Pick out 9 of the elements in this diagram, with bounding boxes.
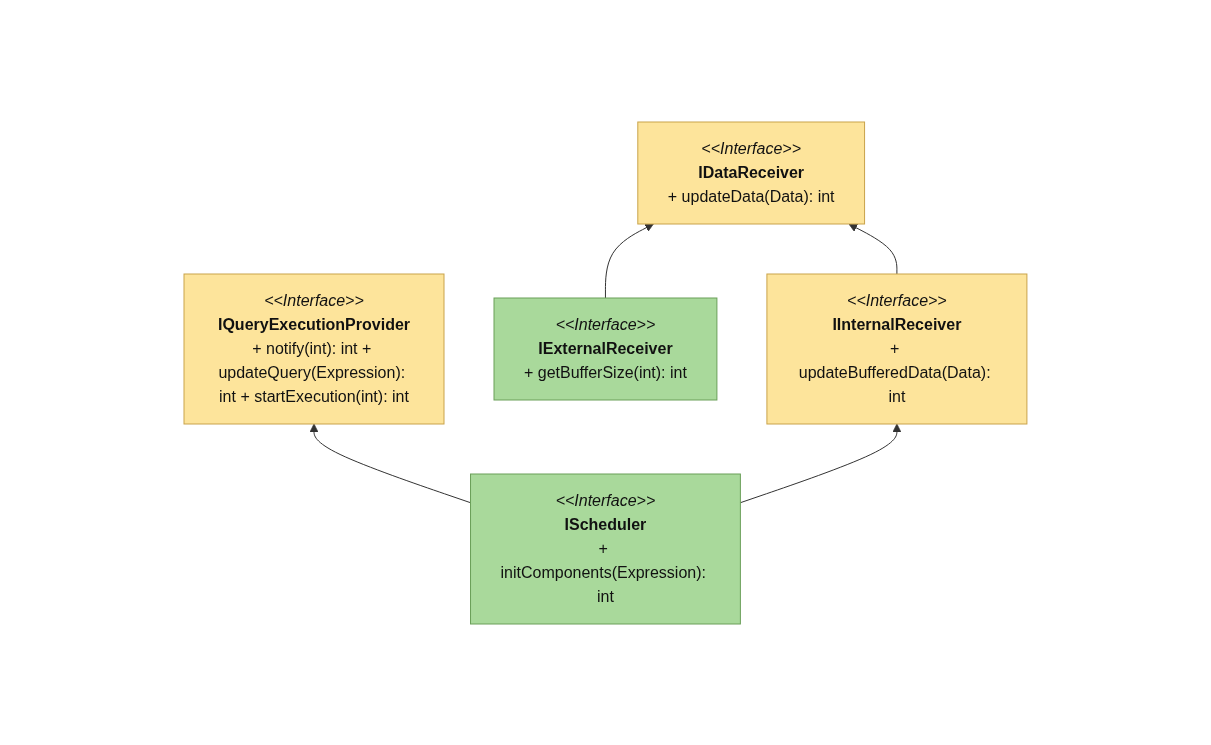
- arrow: [739, 423, 902, 503]
- arrow: [309, 423, 472, 503]
- node-box: <<Interface>> IScheduler + initComponents(Expression): int: [470, 473, 741, 624]
- node-box: <<Interface>> IExternalReceiver + getBufferSize(int): int: [493, 297, 718, 400]
- node-box: <<Interface>> IDataReceiver + updateData(Data): int: [637, 121, 866, 224]
- node-box: <<Interface>> IInternalReceiver + updateBufferedData(Data): int: [766, 273, 1028, 424]
- node-box: <<Interface>> IQueryExecutionProvider + notify(int): int + updateQuery(Expression): int + startExecution(int): int: [183, 273, 445, 424]
- arrow: [605, 223, 654, 298]
- arrow: [848, 223, 898, 274]
